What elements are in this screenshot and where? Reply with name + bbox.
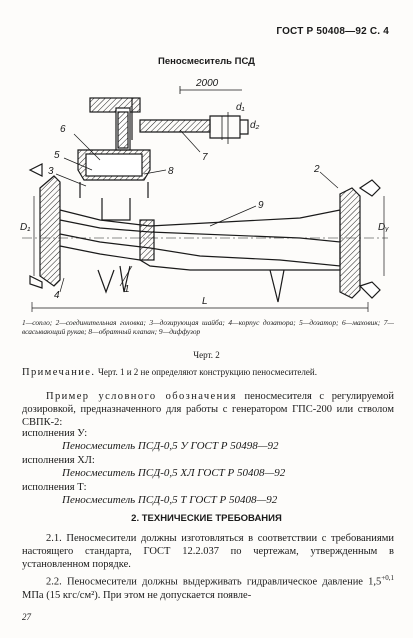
exec-hl-label: исполнения ХЛ: [22,455,95,466]
example-body: пеносмесителя с регулируемой дозировкой,… [22,391,394,428]
diameter-Dy: Dᵧ [378,222,389,233]
length-L: L [202,296,208,307]
diameter-d2: d₂ [250,120,260,131]
note-body: Черт. 1 и 2 не определяют конструкцию пе… [98,367,317,377]
callout-2: 2 [313,164,320,175]
note-label: Примечание. [22,367,96,378]
section-heading: 2. ТЕХНИЧЕСКИЕ ТРЕБОВАНИЯ [131,513,282,524]
example-paragraph: Пример условного обозначения пеносмесите… [22,390,394,429]
callout-8: 8 [168,166,174,177]
exec-t-value: Пеносмеситель ПСД-0,5 Т ГОСТ Р 50408—92 [62,494,278,506]
paragraph-2-1: 2.1. Пеносмесители должны изготовляться … [22,533,394,570]
exec-u-value: Пеносмеситель ПСД-0,5 У ГОСТ Р 50498—92 [62,440,279,452]
figure-number: Черт. 2 [193,350,220,360]
callout-1: 1 [124,284,130,295]
page-number: 27 [22,612,31,622]
example-heading: Пример условного обозначения [46,391,237,402]
figure-caption: 1—сопло; 2—соединительная головка; 3—доз… [22,318,394,337]
document-header: ГОСТ Р 50408—92 С. 4 [276,26,389,37]
figure-title: Пеносмеситель ПСД [158,56,255,67]
exec-hl-value: Пеносмеситель ПСД-0,5 ХЛ ГОСТ Р 50408—92 [62,467,286,479]
callout-7: 7 [202,152,208,163]
callout-3: 3 [48,166,54,177]
callout-6: 6 [60,124,66,135]
exec-u-label: исполнения У: [22,428,88,439]
exec-t-label: исполнения Т: [22,482,87,493]
callout-9: 9 [258,200,264,211]
diameter-d1: d₁ [236,102,245,113]
dimension-label: 2000 [195,78,219,89]
paragraph-2-2-start: 2.2. Пеносмесители должны выдерживать ги… [46,576,382,588]
callout-5: 5 [54,150,60,161]
paragraph-2-2: 2.2. Пеносмесители должны выдерживать ги… [22,572,394,602]
note-paragraph: Примечание. Черт. 1 и 2 не определяют ко… [22,366,394,379]
callout-4: 4 [54,290,60,301]
foam-mixer-drawing: 2000 6 5 3 7 8 9 2 1 4 d₁ d₂ D₁ Dᵧ L [20,78,389,312]
diameter-D1: D₁ [20,222,30,233]
tolerance-superscript: +0,1 [381,574,394,582]
paragraph-2-2-end: МПа (15 кгс/см²). При этом не допускаетс… [22,589,252,601]
